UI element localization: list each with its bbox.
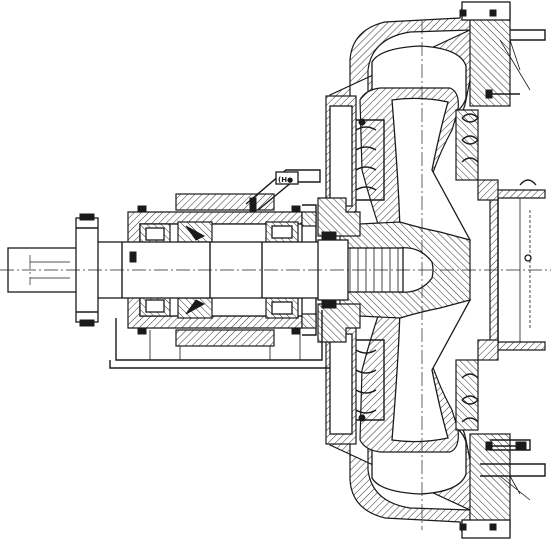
housing-bolts (129, 197, 301, 335)
suction-nozzle (489, 179, 546, 351)
drain-tag-label: (H● (278, 176, 293, 184)
thrust-bearing (177, 221, 213, 319)
discharge-flange-bottom (459, 433, 546, 539)
bearing-pedestal: (H● (109, 169, 330, 369)
inboard-bearing (139, 223, 171, 317)
centre-lines (0, 20, 551, 530)
casing-bolts (485, 89, 527, 451)
radial-bearing (265, 221, 299, 319)
mechanical-seal (317, 197, 361, 343)
discharge-flange-top (459, 1, 546, 107)
wear-rings (455, 109, 499, 431)
